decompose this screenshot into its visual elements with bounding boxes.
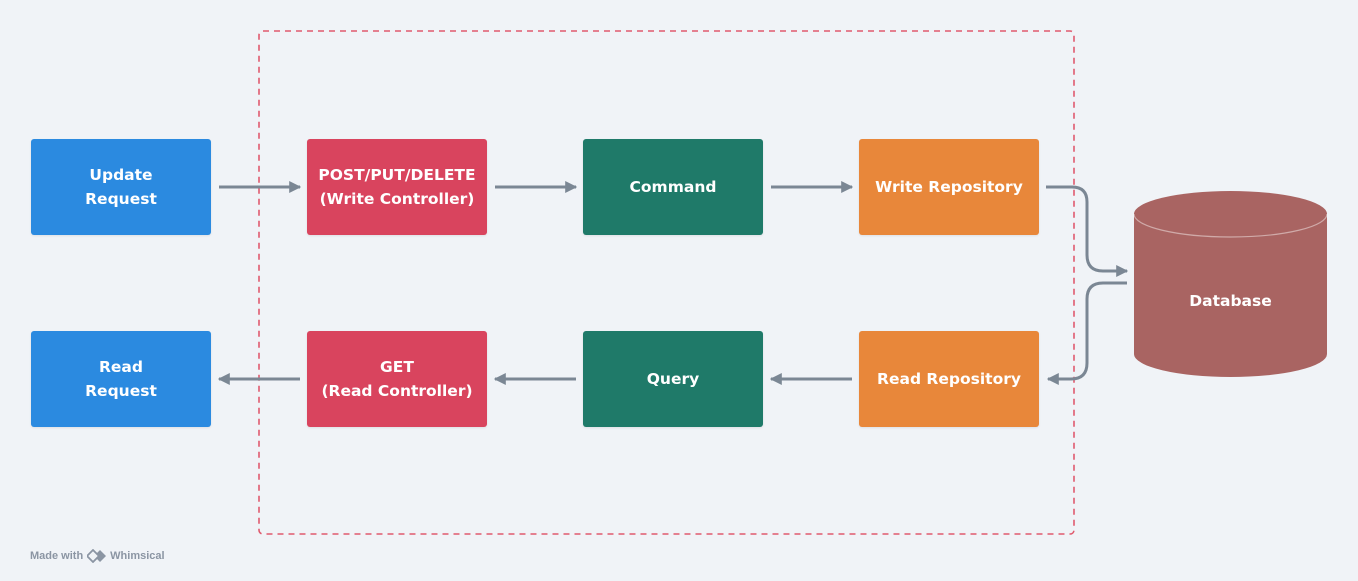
write-controller-node: POST/PUT/DELETE (Write Controller) (307, 139, 487, 235)
query-node: Query (583, 331, 763, 427)
write-repository-label: Write Repository (875, 178, 1023, 196)
made-with-text: Made with (30, 550, 84, 562)
arrow-database-to-read-repository (1046, 281, 1127, 385)
write-repository-node: Write Repository (859, 139, 1039, 235)
command-node: Command (583, 139, 763, 235)
update-request-label-line2: Request (85, 190, 157, 208)
query-label: Query (646, 370, 700, 388)
arrow-write-repository-to-database (1046, 185, 1129, 277)
read-repository-node: Read Repository (859, 331, 1039, 427)
whimsical-logo-icon (87, 549, 107, 563)
database-cylinder (1133, 191, 1328, 377)
system-boundary (258, 30, 1075, 535)
update-request-label-line1: Update (89, 166, 153, 184)
read-controller-label-line1: GET (380, 358, 414, 376)
database-label: Database (1189, 292, 1272, 310)
read-controller-node: GET (Read Controller) (307, 331, 487, 427)
read-repository-label: Read Repository (877, 370, 1021, 388)
read-controller-label-line2: (Read Controller) (321, 382, 473, 400)
update-request-node: Update Request (31, 139, 211, 235)
write-controller-label-line1: POST/PUT/DELETE (318, 166, 476, 184)
whimsical-brand-text: Whimsical (110, 550, 165, 562)
made-with-footer[interactable]: Made with Whimsical (30, 549, 165, 563)
command-label: Command (629, 178, 717, 196)
write-controller-label-line2: (Write Controller) (319, 190, 475, 208)
read-request-label-line2: Request (85, 382, 157, 400)
read-request-label-line1: Read (98, 358, 143, 376)
read-request-node: Read Request (31, 331, 211, 427)
whimsical-brand: Whimsical (87, 549, 165, 563)
